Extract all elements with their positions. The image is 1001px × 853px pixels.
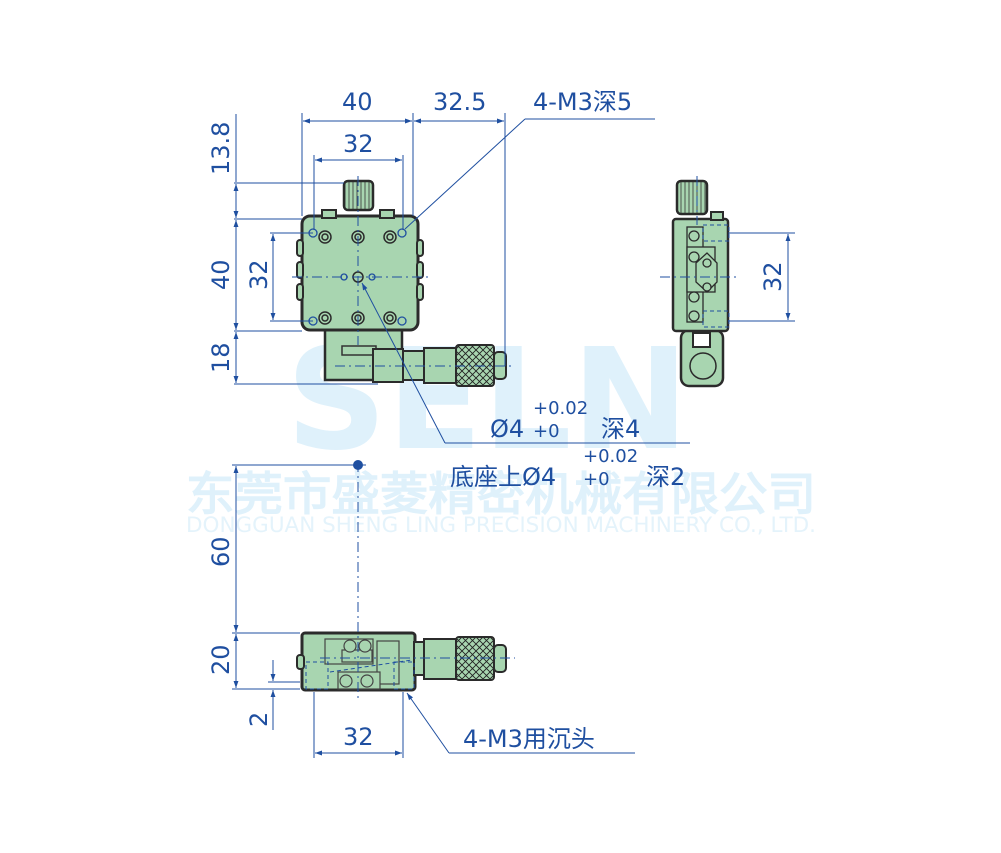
front-view [296, 460, 515, 700]
dim-knob-13-8: 13.8 [207, 122, 235, 175]
dim-offset-2: 2 [245, 712, 273, 727]
dim-height-20: 20 [207, 644, 235, 675]
side-view [660, 176, 740, 388]
watermark-company-cn: 东莞市盛菱精密机械有限公司 [186, 467, 816, 521]
front-view-dimensions [232, 464, 635, 758]
callout-pin-tol-lower: +0 [533, 421, 560, 442]
callout-pin-tol-upper: +0.02 [533, 398, 588, 419]
watermark-company-en: DONGGUAN SHENG LING PRECISION MACHINERY … [186, 513, 816, 537]
dim-offset-32-5: 32.5 [433, 88, 486, 116]
top-view-dimensions [233, 113, 690, 444]
callout-base-pin-tol-lower: +0 [583, 469, 610, 490]
callout-base-pin: 底座上Ø4 [450, 463, 556, 491]
callout-base-pin-tol-upper: +0.02 [583, 446, 638, 467]
callout-base-pin-depth: 深2 [646, 463, 685, 491]
callout-counterbore: 4-M3用沉头 [463, 725, 595, 753]
dim-width-32: 32 [343, 130, 374, 158]
dim-height-32: 32 [245, 259, 273, 290]
side-view-dimensions [728, 232, 795, 322]
callout-pin-dia: Ø4 [490, 415, 524, 443]
dim-side-32: 32 [759, 261, 787, 292]
dim-front-32: 32 [343, 723, 374, 751]
callout-m3-depth5: 4-M3深5 [533, 88, 632, 116]
adjust-knob-side [675, 179, 709, 216]
dim-center-60: 60 [207, 536, 235, 567]
top-view [292, 176, 515, 387]
dim-width-40: 40 [342, 88, 373, 116]
dim-height-40: 40 [207, 259, 235, 290]
dim-base-18: 18 [207, 342, 235, 373]
callout-pin-depth: 深4 [601, 415, 640, 443]
